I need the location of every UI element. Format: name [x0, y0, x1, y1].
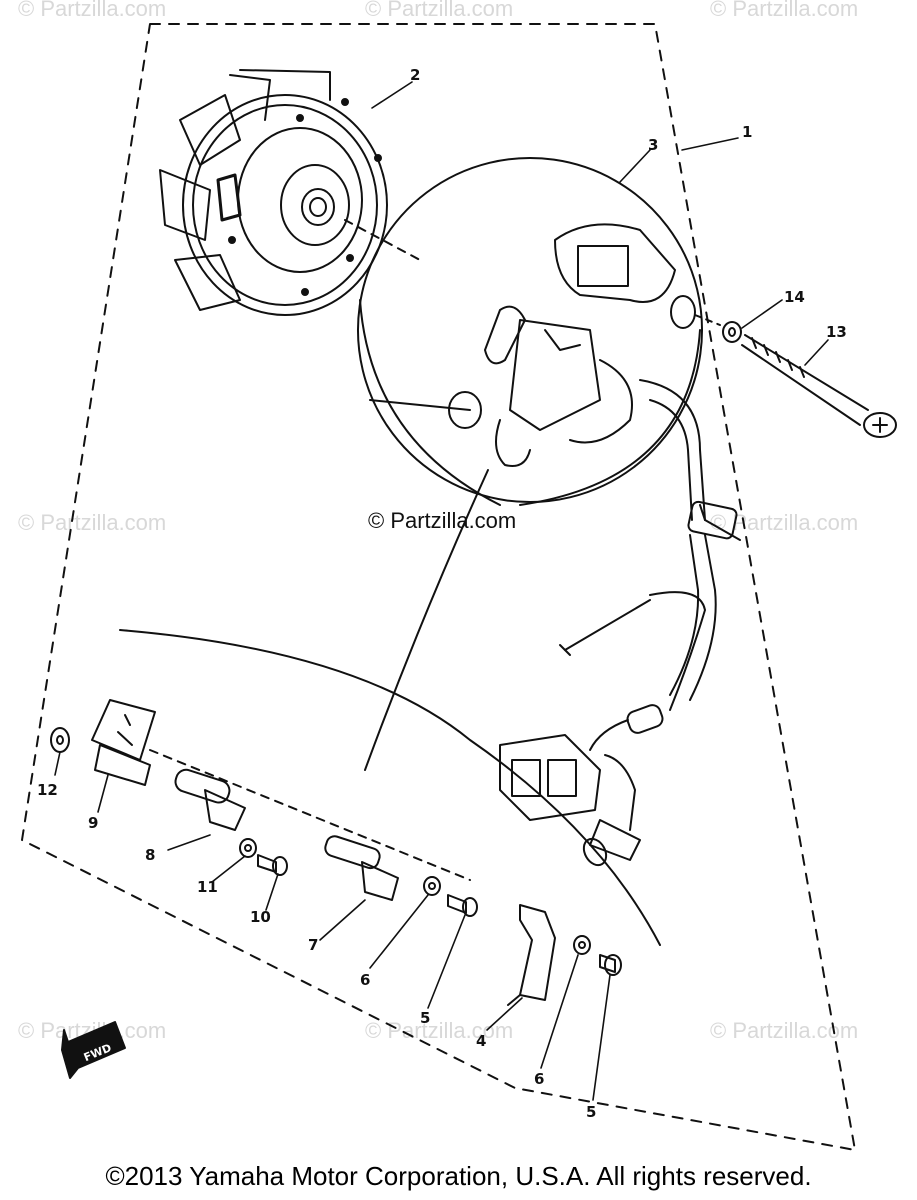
leader-lines [54, 81, 829, 1101]
forward-arrow-icon: FWD [61, 1021, 126, 1079]
callout-5-lower: 5 [586, 1103, 596, 1121]
callout-14: 14 [784, 288, 805, 306]
wire-harness [499, 379, 741, 867]
part-10-screw [257, 854, 288, 876]
watermark-bottom-center: © Partzilla.com [365, 1018, 514, 1043]
rotor-stator-axis [344, 219, 421, 261]
part-11-washer [239, 838, 257, 858]
callout-12: 12 [37, 781, 58, 799]
part-2-rotor [159, 69, 388, 316]
callout-9: 9 [88, 814, 98, 832]
watermark-top-right: © Partzilla.com [710, 0, 859, 21]
part-14-washer [722, 321, 742, 343]
callout-11: 11 [197, 878, 218, 896]
watermark-center: © Partzilla.com [368, 508, 517, 533]
points-axis [149, 749, 471, 881]
part-3-stator [357, 157, 703, 506]
callout-13: 13 [826, 323, 847, 341]
callout-3: 3 [648, 136, 658, 154]
points-group-bracket [119, 629, 661, 946]
callout-5-upper: 5 [420, 1009, 430, 1027]
callout-1: 1 [742, 123, 752, 141]
watermark-top-left: © Partzilla.com [18, 0, 167, 21]
part-9-point-set [91, 699, 156, 786]
stator-mount-axis [694, 314, 721, 326]
part-5-screw-lower [599, 954, 622, 976]
part-4-bracket [507, 904, 556, 1006]
callout-8: 8 [145, 846, 155, 864]
assembly-boundary [21, 23, 856, 1151]
part-12-felt [50, 727, 70, 753]
callout-4: 4 [476, 1032, 486, 1050]
part-7-bracket [324, 835, 399, 901]
callout-7: 7 [308, 936, 318, 954]
callout-6-lower: 6 [534, 1070, 544, 1088]
callout-6-upper: 6 [360, 971, 370, 989]
part-6-washer-lower [573, 935, 591, 955]
part-5-screw-upper [447, 894, 478, 917]
part-8-condenser [174, 768, 246, 831]
watermark-mid-left: © Partzilla.com [18, 510, 167, 535]
copyright-notice: ©2013 Yamaha Motor Corporation, U.S.A. A… [105, 1161, 812, 1191]
part-6-washer-upper [423, 876, 441, 896]
stator-to-points-leader [364, 469, 489, 771]
callout-2: 2 [410, 66, 420, 84]
watermark-top-center: © Partzilla.com [365, 0, 514, 21]
part-13-screw [741, 334, 897, 438]
callout-10: 10 [250, 908, 271, 926]
